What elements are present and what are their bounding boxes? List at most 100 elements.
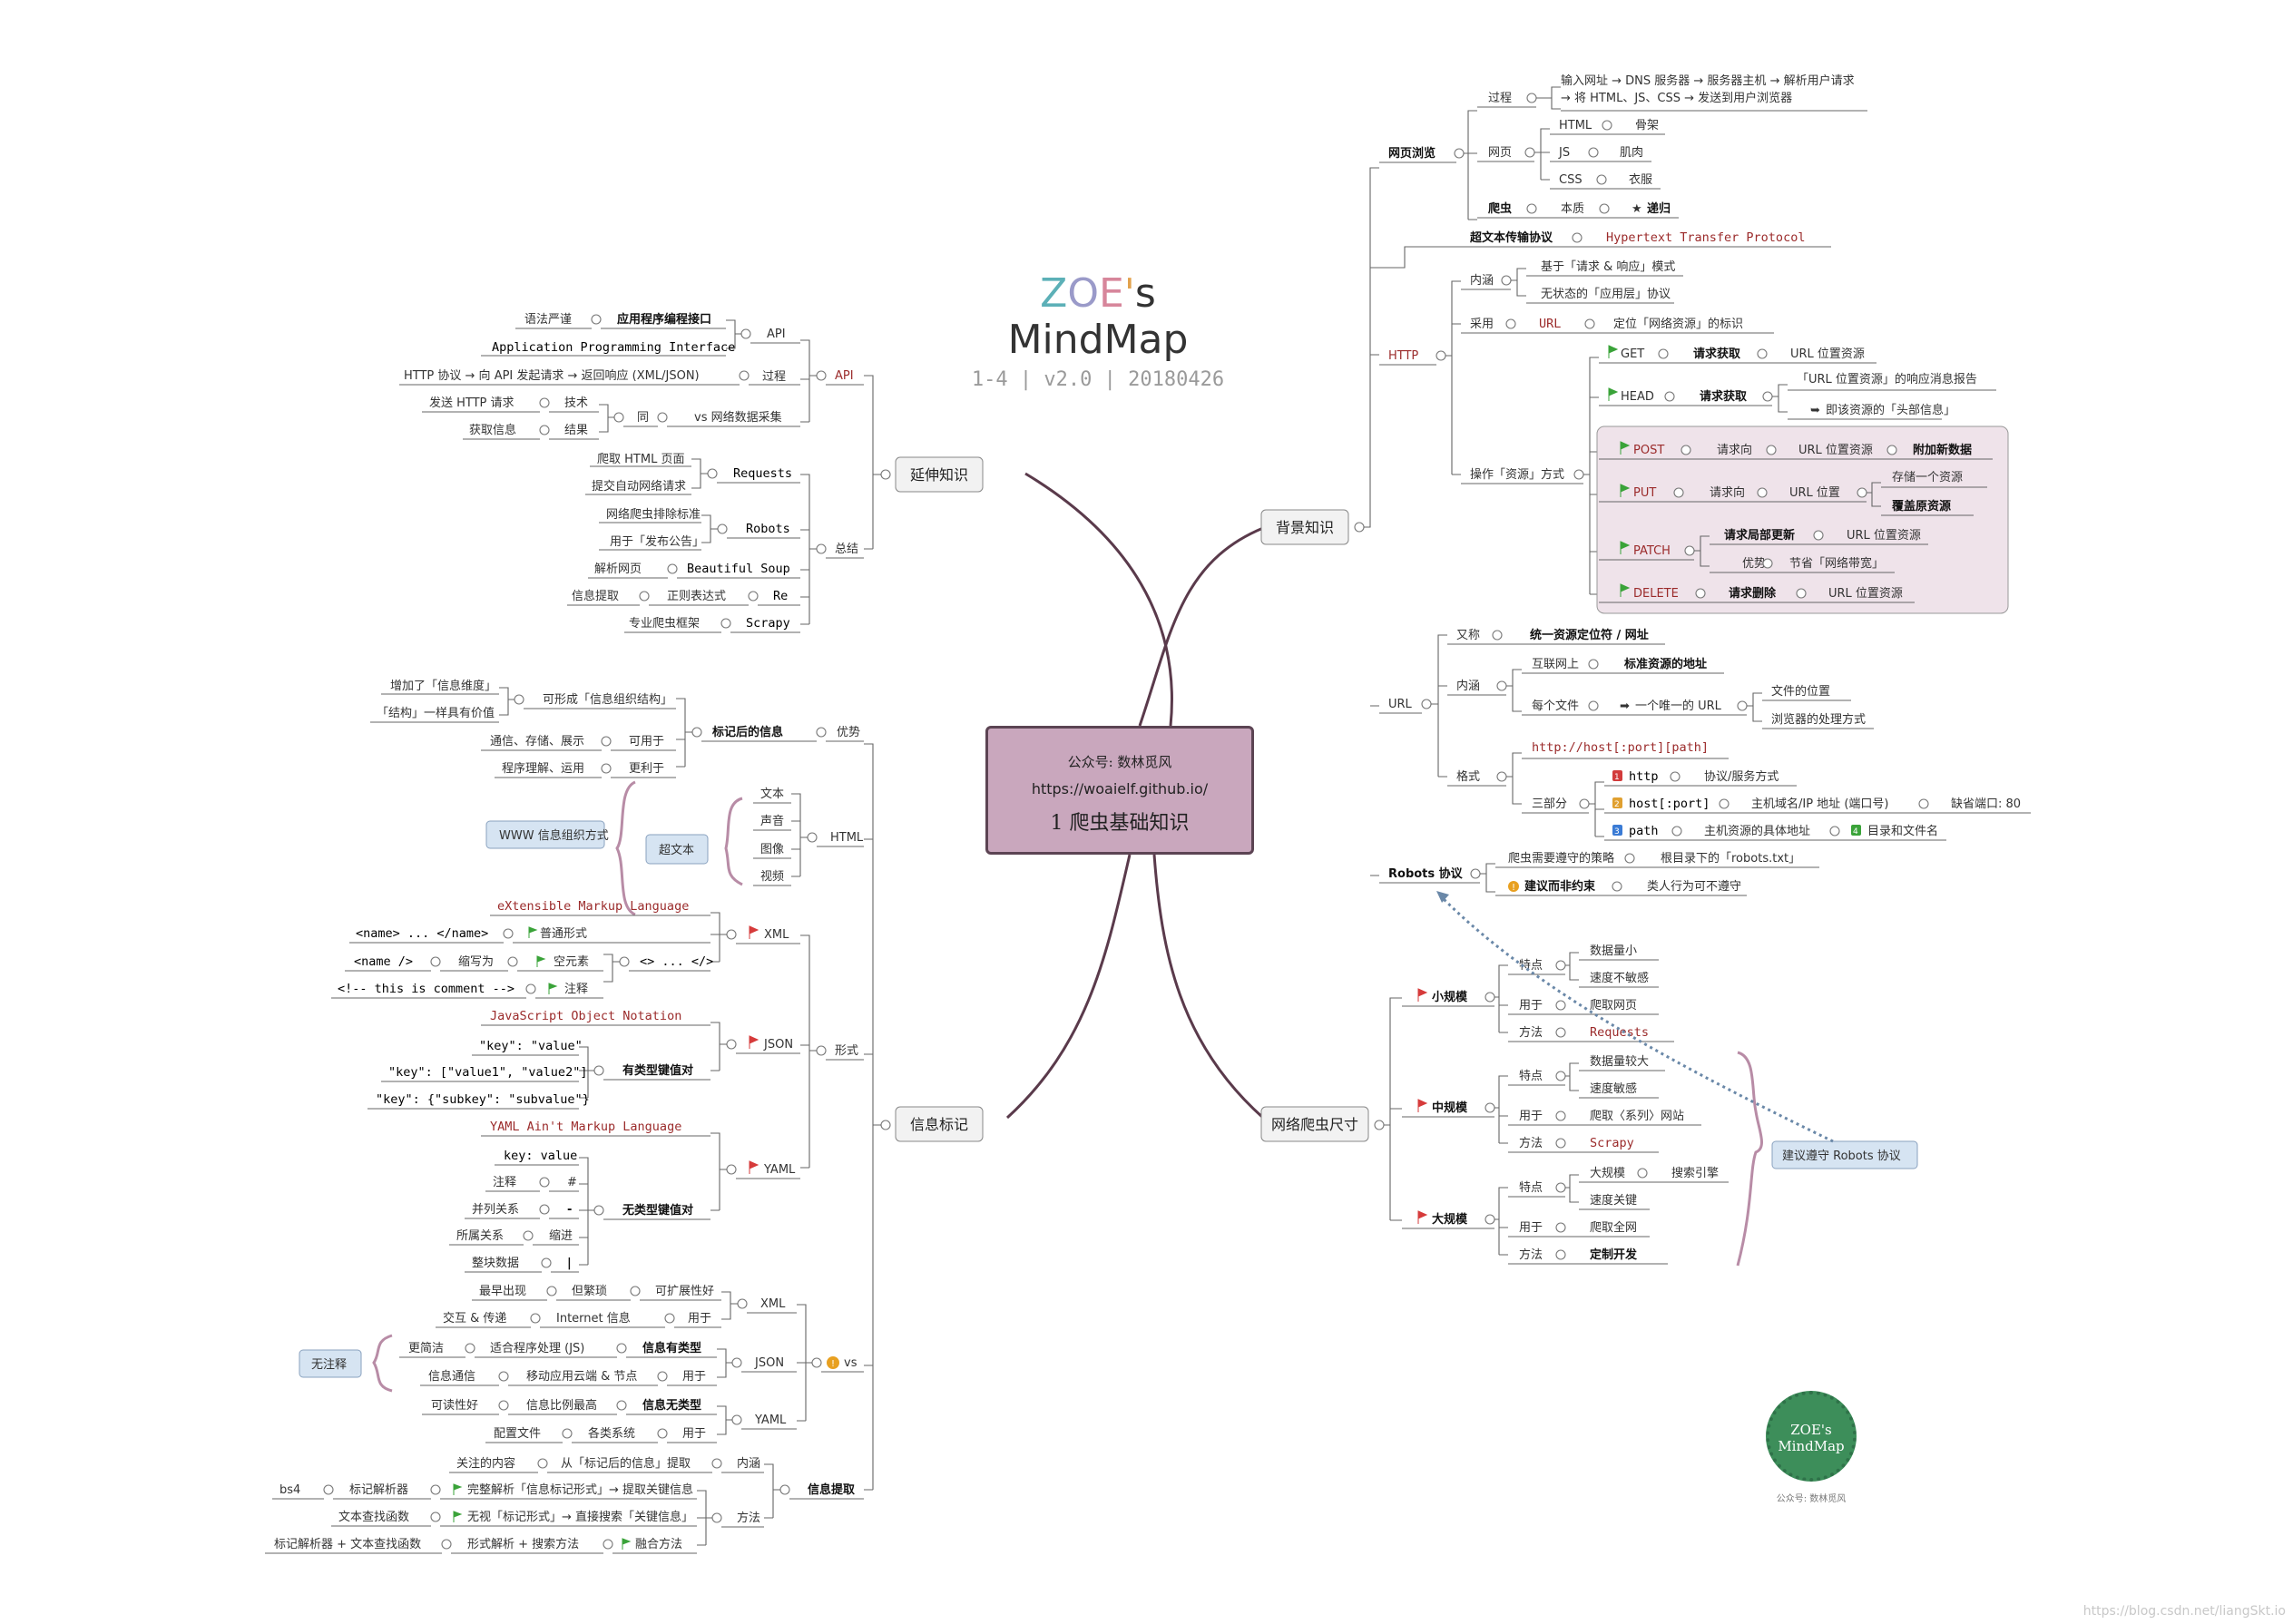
svg-text:URL 位置资源: URL 位置资源: [1790, 347, 1865, 361]
center-account: 公众号: 数林觅风: [1067, 754, 1172, 770]
svg-text:Re: Re: [773, 589, 788, 603]
svg-text:提交自动网络请求: 提交自动网络请求: [592, 479, 686, 494]
svg-text:更简洁: 更简洁: [408, 1341, 444, 1355]
svg-text:URL 位置资源: URL 位置资源: [1847, 529, 1921, 543]
svg-text:缺省端口: 80: 缺省端口: 80: [1951, 797, 2021, 811]
branch-scale[interactable]: 网络爬虫尺寸: [1260, 1106, 1385, 1142]
svg-text:网络爬虫排除标准: 网络爬虫排除标准: [606, 507, 701, 522]
svg-text:方法: 方法: [1519, 1136, 1543, 1150]
node-http-proto[interactable]: 超文本传输协议 Hypertext Transfer Protocol: [1379, 230, 1831, 269]
svg-text:HTTP: HTTP: [1388, 349, 1418, 363]
svg-text:#: #: [567, 1176, 577, 1189]
svg-text:移动应用云端 & 节点: 移动应用云端 & 节点: [526, 1369, 637, 1384]
trunk-scale: [1152, 854, 1264, 1120]
svg-text:缩写为: 缩写为: [458, 954, 494, 969]
brand-subtitle: 1-4 | v2.0 | 20180426: [971, 368, 1225, 391]
svg-text:http: http: [1629, 769, 1659, 784]
svg-text:浏览器的处理方式: 浏览器的处理方式: [1771, 712, 1866, 727]
svg-text:CSS: CSS: [1559, 173, 1583, 187]
node-vs[interactable]: ! vs XML 可扩展性好 但繁琐 最早出现 用于 Internet 信息 交…: [299, 1284, 864, 1443]
svg-text:JSON: JSON: [754, 1356, 784, 1370]
svg-text:XML: XML: [760, 1297, 786, 1311]
node-advantage[interactable]: 优势 标记后的信息 可形成「信息组织结构」 增加了「信息维度」 「结构」一样具有…: [370, 679, 864, 778]
svg-text:主机域名/IP 地址 (端口号): 主机域名/IP 地址 (端口号): [1751, 797, 1888, 811]
node-form[interactable]: 形式 XML eXtensible Markup Language 普通形式 <…: [331, 899, 864, 1273]
svg-text:普通形式: 普通形式: [540, 927, 587, 941]
svg-text:采用: 采用: [1470, 318, 1494, 331]
svg-text:完整解析「信息标记形式」→ 提取关键信息: 完整解析「信息标记形式」→ 提取关键信息: [467, 1482, 693, 1497]
star-icon: ★: [1632, 202, 1642, 216]
svg-text:API: API: [835, 369, 854, 383]
node-robots[interactable]: Robots 协议 爬虫需要遵守的策略 根目录下的「robots.txt」 ! …: [1379, 851, 1819, 896]
svg-text:小规模: 小规模: [1432, 990, 1468, 1004]
svg-text:path: path: [1629, 824, 1659, 838]
svg-text:<name> ... </name>: <name> ... </name>: [356, 926, 488, 941]
svg-text:用于「发布公告」: 用于「发布公告」: [610, 534, 704, 549]
svg-text:信息有类型: 信息有类型: [642, 1341, 701, 1355]
svg-text:|: |: [567, 1257, 572, 1270]
svg-text:URL 位置: URL 位置: [1789, 486, 1840, 500]
svg-text:超文本传输协议: 超文本传输协议: [1470, 230, 1553, 245]
node-http[interactable]: HTTP 内涵 基于「请求 & 响应」模式 无状态的「应用层」协议 采用 URL…: [1379, 259, 2009, 614]
svg-text:有类型键值对: 有类型键值对: [622, 1063, 693, 1078]
svg-text:文本查找函数: 文本查找函数: [338, 1511, 409, 1524]
svg-text:大规模: 大规模: [1432, 1212, 1468, 1227]
svg-text:YAML Ain't Markup Language: YAML Ain't Markup Language: [490, 1120, 681, 1134]
svg-text:延伸知识: 延伸知识: [910, 466, 968, 484]
svg-text:方法: 方法: [1519, 1025, 1543, 1040]
svg-text:总结: 总结: [835, 543, 858, 556]
node-extract[interactable]: 信息提取 内涵 从「标记后的信息」提取 关注的内容 方法 完整解析「信息标记形式…: [265, 1456, 864, 1554]
svg-text:PATCH: PATCH: [1633, 544, 1671, 558]
branch-ext[interactable]: 延伸知识: [880, 456, 984, 493]
branch-tag[interactable]: 信息标记: [880, 1106, 984, 1142]
svg-text:「URL 位置资源」的响应消息报告: 「URL 位置资源」的响应消息报告: [1797, 372, 1977, 386]
svg-text:爬取〈系列〉网站: 爬取〈系列〉网站: [1590, 1110, 1684, 1123]
svg-text:结果: 结果: [564, 424, 588, 437]
svg-text:存储一个资源: 存储一个资源: [1892, 471, 1963, 484]
svg-text:建议而非约束: 建议而非约束: [1524, 879, 1596, 894]
bracket: [1736, 1051, 1763, 1267]
svg-text:<name />: <name />: [354, 954, 413, 969]
central-topic[interactable]: 公众号: 数林觅风 https://woaielf.github.io/ 1 爬…: [985, 726, 1254, 855]
branch-bg[interactable]: 背景知识: [1260, 509, 1365, 545]
svg-text:URL: URL: [1539, 317, 1561, 331]
svg-text:host[:port]: host[:port]: [1629, 797, 1710, 811]
svg-text:标准资源的地址: 标准资源的地址: [1623, 657, 1707, 671]
svg-text:无注释: 无注释: [311, 1358, 347, 1372]
svg-text:爬取全网: 爬取全网: [1590, 1220, 1637, 1235]
svg-text:"key": "value": "key": "value": [479, 1039, 583, 1053]
node-scale[interactable]: 小规模 特点 数据量小 速度不敏感 用于 爬取网页 方法 Requests 中规…: [1384, 891, 1918, 1267]
node-html[interactable]: HTML 文本 声音 图像 视频 超文本 WWW 信息组织方式: [485, 780, 864, 916]
node-browse[interactable]: 网页浏览 过程 输入网址 → DNS 服务器 → 服务器主机 → 解析用户请求 …: [1379, 73, 1867, 220]
svg-text:递归: 递归: [1647, 201, 1671, 216]
svg-text:一个唯一的 URL: 一个唯一的 URL: [1635, 699, 1722, 713]
svg-text:爬取 HTML 页面: 爬取 HTML 页面: [597, 453, 684, 466]
node-summary[interactable]: 总结 Requests 爬取 HTML 页面 提交自动网络请求 Robots 网…: [567, 453, 864, 633]
svg-text:用于: 用于: [1519, 1110, 1543, 1123]
svg-text:可形成「信息组织结构」: 可形成「信息组织结构」: [543, 692, 672, 707]
svg-text:增加了「信息维度」: 增加了「信息维度」: [390, 679, 496, 693]
svg-text:请求向: 请求向: [1710, 485, 1745, 500]
svg-text:技术: 技术: [564, 396, 588, 410]
svg-text:解析网页: 解析网页: [594, 563, 642, 576]
svg-text:过程: 过程: [762, 370, 786, 384]
svg-text:程序理解、运用: 程序理解、运用: [502, 762, 584, 776]
svg-text:方法: 方法: [1519, 1247, 1543, 1262]
svg-text:信息无类型: 信息无类型: [642, 1398, 701, 1413]
node-url[interactable]: URL 又称 统一资源定位符 / 网址 内涵 互联网上 标准资源的地址 每个文件…: [1379, 628, 2031, 841]
svg-text:数据量较大: 数据量较大: [1590, 1055, 1649, 1069]
svg-text:➡: ➡: [1620, 699, 1630, 713]
svg-text:定制开发: 定制开发: [1589, 1247, 1638, 1262]
svg-text:即该资源的「头部信息」: 即该资源的「头部信息」: [1826, 403, 1955, 417]
svg-text:可用于: 可用于: [629, 735, 664, 748]
svg-text:eXtensible Markup Language: eXtensible Markup Language: [497, 899, 689, 914]
svg-text:适合程序处理 (JS): 适合程序处理 (JS): [490, 1342, 584, 1355]
svg-text:速度关键: 速度关键: [1590, 1193, 1637, 1208]
svg-text:请求获取: 请求获取: [1693, 347, 1741, 361]
svg-text:HTML: HTML: [830, 831, 864, 845]
node-api[interactable]: API API 应用程序编程接口 语法严谨 Application Progra…: [399, 312, 864, 440]
trunk-bg: [1138, 526, 1264, 727]
svg-text:可扩展性好: 可扩展性好: [655, 1285, 714, 1298]
svg-text:输入网址 → DNS 服务器 → 服务器主机 → 解析用户请: 输入网址 → DNS 服务器 → 服务器主机 → 解析用户请求: [1561, 73, 1855, 88]
